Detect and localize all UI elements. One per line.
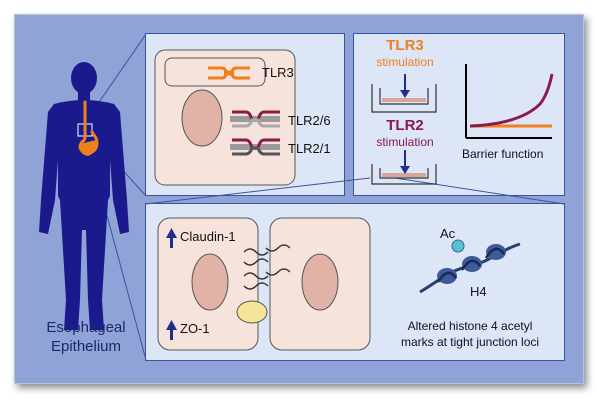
claudin-strands-icon [243, 244, 291, 290]
histone-dna-icon [419, 242, 521, 294]
up-arrow-icon [166, 228, 177, 248]
histone-label: H4 [470, 284, 487, 299]
tlr3-transwell-icon [371, 74, 437, 113]
stimulation-panel [353, 33, 565, 196]
adjacent-cells-illustration [157, 217, 371, 351]
tlr3-receptor-icon [208, 66, 250, 80]
tlr3-stimulation-title: TLR3 [386, 37, 424, 54]
esophagus-stomach-icon [77, 100, 99, 156]
body-label-line1: Esophageal [46, 319, 126, 336]
tlr2-transwell-icon [371, 150, 437, 185]
tlr2-1-receptor-icon [230, 138, 280, 156]
histone-caption-line1: Altered histone 4 acetyl [407, 319, 533, 333]
zo1-protein-icon [236, 300, 268, 324]
zo1-label: ZO-1 [180, 321, 210, 336]
graph-caption: Barrier function [462, 147, 544, 161]
up-arrow-icon [166, 320, 177, 340]
acetyl-label: Ac [440, 226, 456, 241]
histone-caption-line2: marks at tight junction loci [400, 335, 540, 349]
tlr2-stimulation-title: TLR2 [386, 117, 424, 134]
tlr3-stimulation-sub: stimulation [376, 55, 434, 69]
tlr2-rising-curve [469, 73, 554, 128]
human-body-icon [39, 62, 129, 330]
acetyl-group-icon [451, 239, 465, 253]
histone-caption: Altered histone 4 acetyl marks at tight … [380, 318, 560, 350]
claudin-label: Claudin-1 [180, 229, 236, 244]
barrier-function-graph [465, 64, 554, 139]
tlr2-6-label: TLR2/6 [288, 113, 331, 128]
tlr2-1-label: TLR2/1 [288, 141, 331, 156]
tlr2-6-receptor-icon [230, 110, 280, 128]
body-label: Esophageal Epithelium [36, 318, 136, 356]
tlr3-label: TLR3 [262, 65, 294, 80]
tlr2-stimulation-sub: stimulation [376, 135, 434, 149]
body-label-line2: Epithelium [50, 338, 122, 355]
